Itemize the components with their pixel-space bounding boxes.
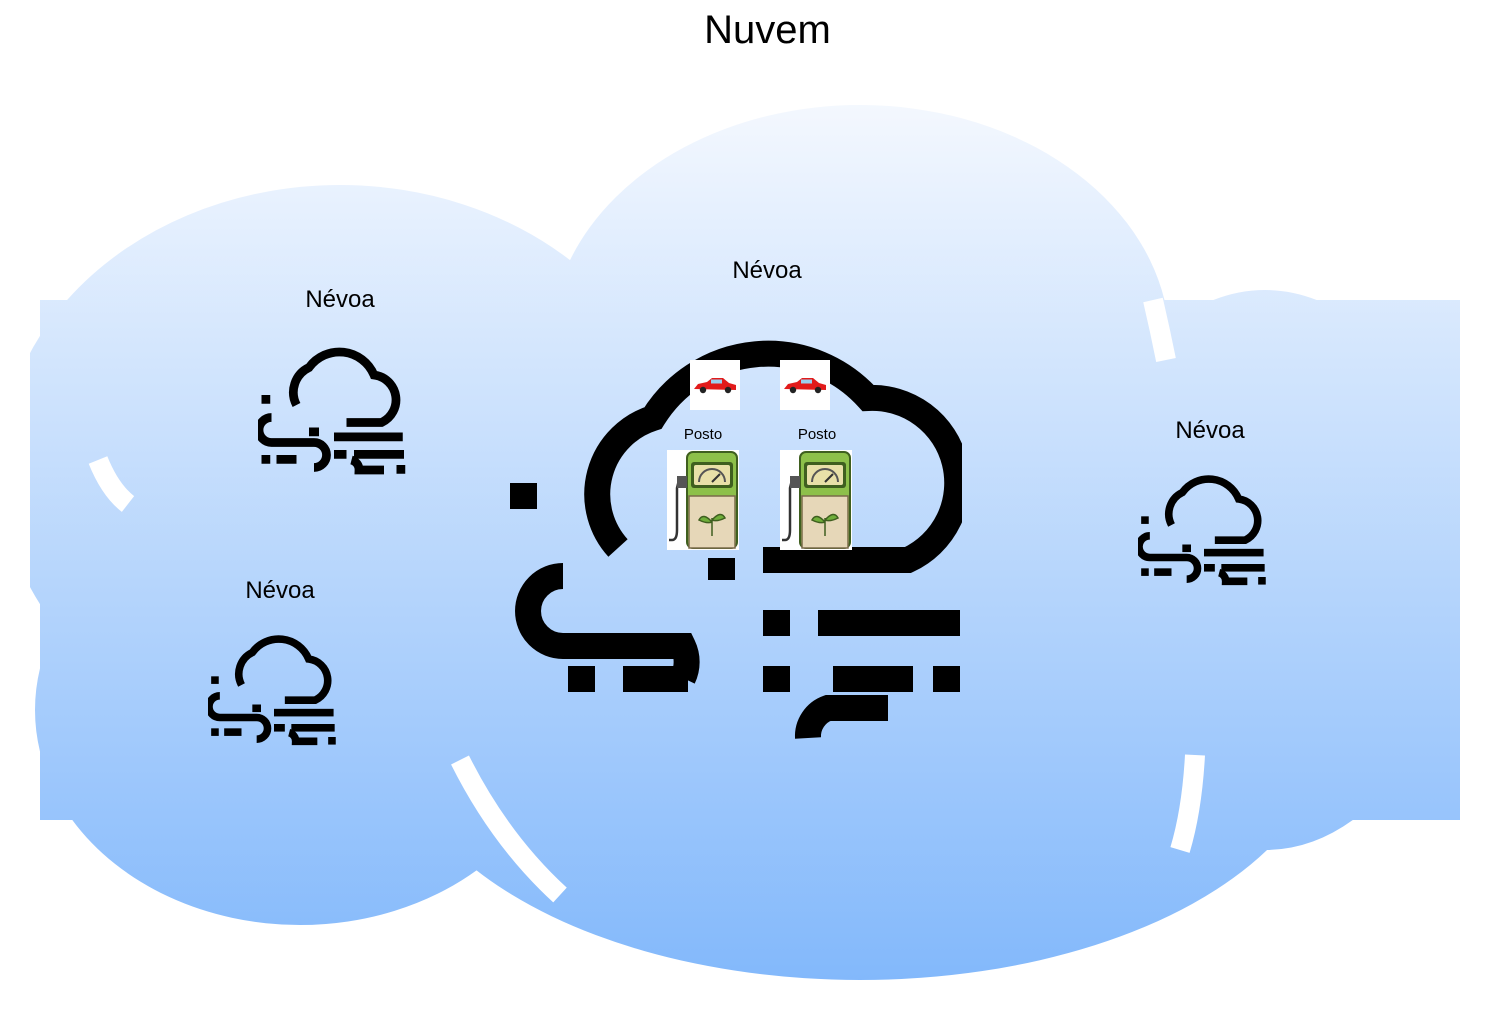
fuel-station-2 (780, 450, 852, 550)
fog-label: Névoa (245, 577, 315, 604)
station-label: Posto (797, 426, 837, 443)
fog-label: Névoa (1175, 417, 1245, 444)
fog-icon (1138, 475, 1266, 586)
fuel-pump-icon (782, 451, 851, 549)
fog-icon (208, 635, 336, 746)
station-label: Posto (683, 426, 723, 443)
fog-icon (258, 347, 406, 475)
fog-icon-large (510, 340, 962, 739)
car-1 (690, 360, 740, 410)
fog-label: Névoa (305, 286, 375, 313)
car-icon (784, 378, 826, 394)
diagram-title: Nuvem (704, 8, 831, 52)
fuel-station-1 (667, 450, 739, 550)
fuel-pump-icon (669, 451, 738, 549)
car-icon (694, 378, 736, 394)
fog-label-center: Névoa (732, 257, 802, 284)
car-2 (780, 360, 830, 410)
